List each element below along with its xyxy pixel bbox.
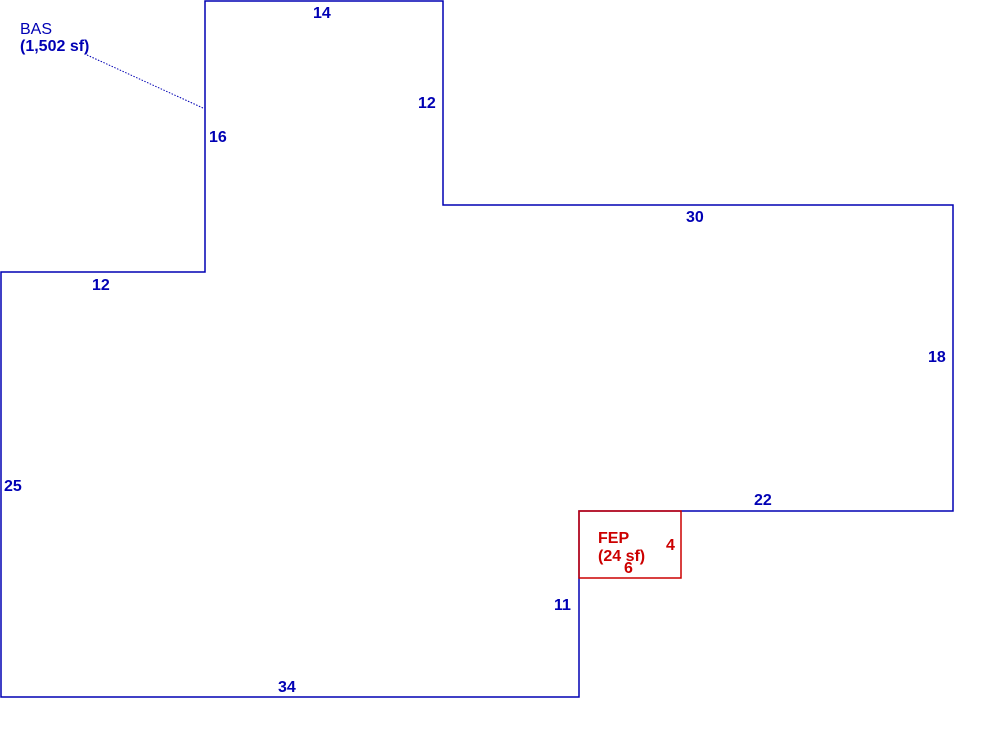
dim-right-vertical: 18 (928, 349, 946, 366)
dim-fep-right: 4 (666, 537, 675, 554)
dim-left-upper-vertical: 16 (209, 129, 227, 146)
dim-lower-step: 22 (754, 492, 772, 509)
fep-code-label: FEP (598, 530, 629, 547)
bas-code-label: BAS (20, 21, 52, 38)
fep-area-label: (24 sf) (598, 548, 645, 565)
dim-inner-vertical: 11 (554, 597, 571, 614)
dim-left-vertical: 25 (4, 478, 22, 495)
fep-outline (578, 510, 682, 579)
dim-fep-bottom: 6 (624, 560, 633, 577)
dim-mid-top: 30 (686, 209, 704, 226)
bas-area-label: (1,502 sf) (20, 38, 89, 55)
dim-bottom: 34 (278, 679, 296, 696)
dim-top: 14 (313, 5, 331, 22)
dim-left-step: 12 (92, 277, 110, 294)
bas-leader-line (86, 54, 204, 109)
bas-outline (0, 0, 954, 698)
dim-upper-right-vertical: 12 (418, 95, 436, 112)
